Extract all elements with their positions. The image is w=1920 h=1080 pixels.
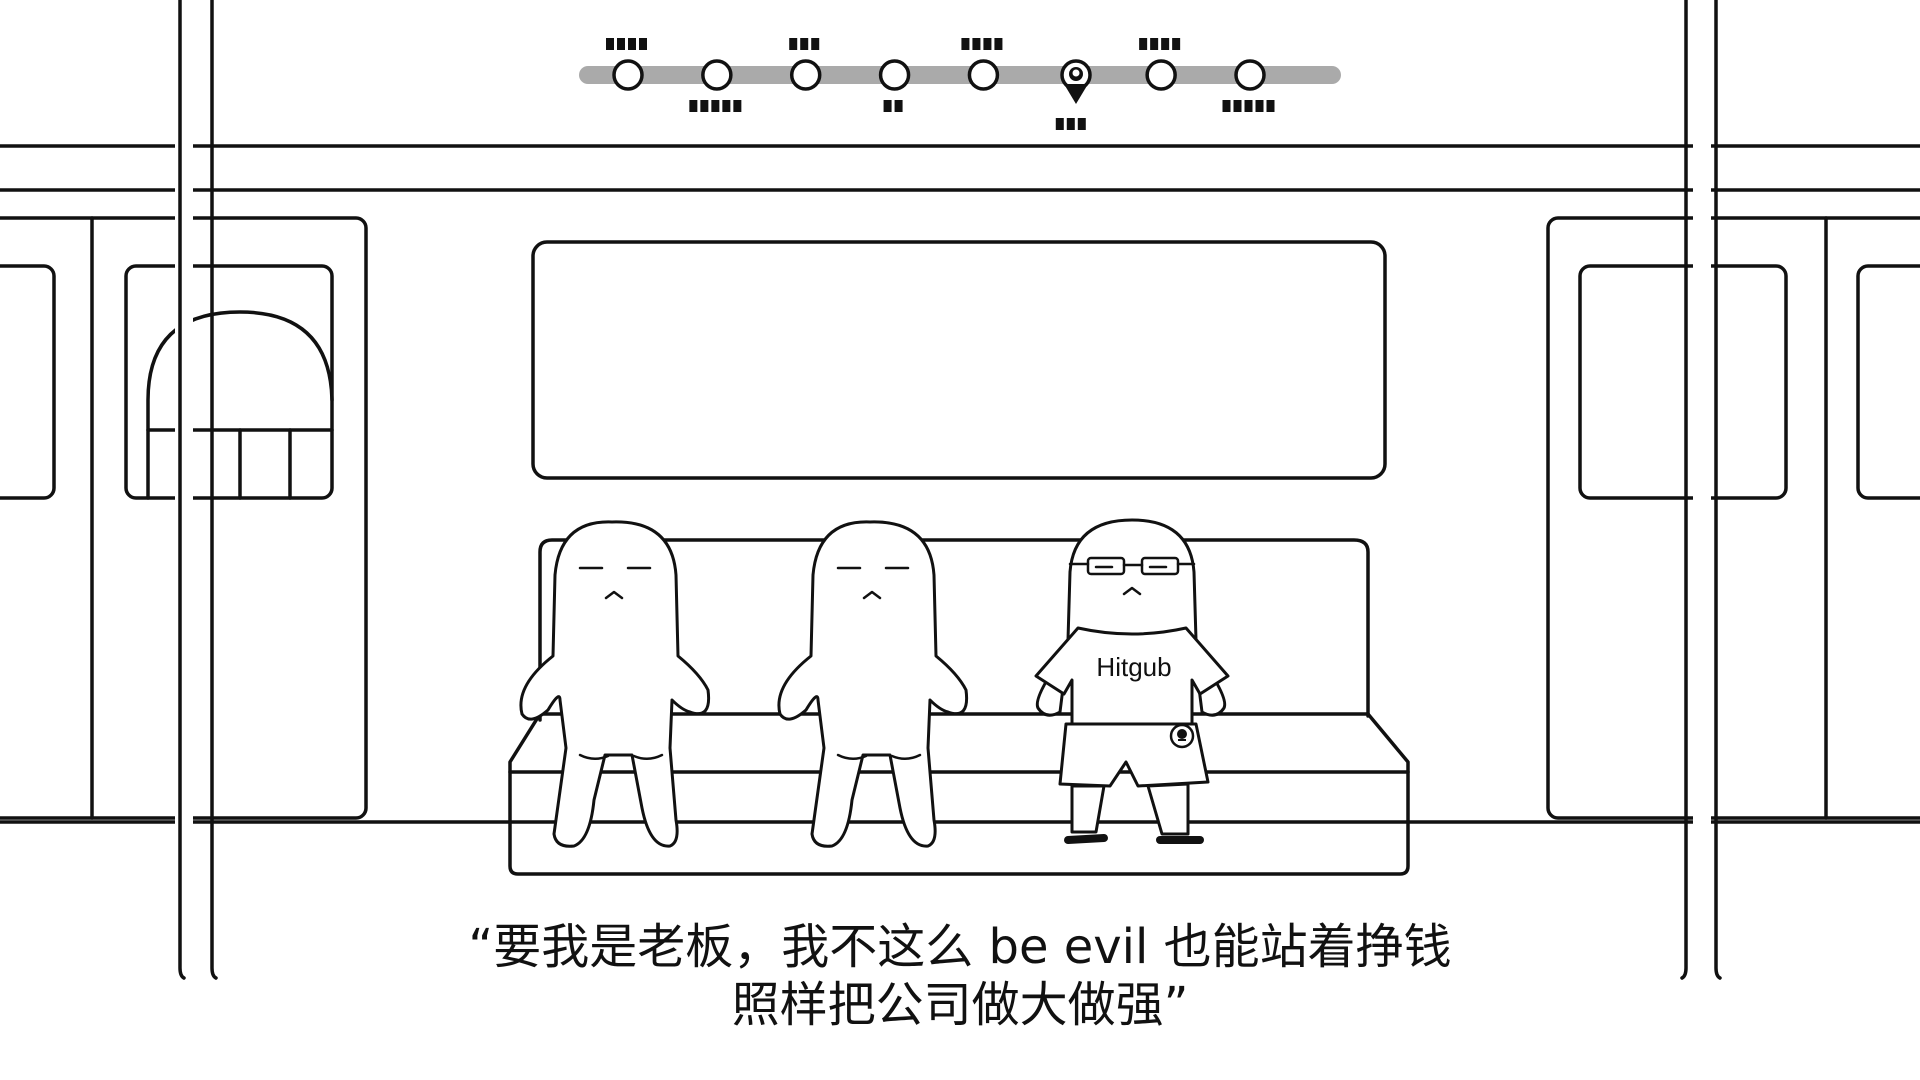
station-label [1055,118,1086,130]
handrail-pole-left [175,0,218,980]
station-marker [701,59,733,91]
github-icon [1069,67,1083,81]
passenger-middle [777,520,969,848]
subtitle-line-2: 照样把公司做大做强” [731,977,1189,1033]
ceiling-lines [0,144,1920,192]
handrail-pole-right [1680,0,1722,980]
passenger-right: Hitgub [1034,518,1230,844]
station-label [961,38,1003,50]
shirt-text: Hitgub [1096,652,1171,682]
station-label [1222,100,1275,112]
right-door [1546,216,1920,820]
station-marker [878,59,911,91]
station-label [883,100,903,112]
station-label [789,38,820,50]
route-map [579,38,1341,130]
station-label [606,38,647,50]
subtitle-line-1: “要我是老板，我不这么 be evil 也能站着挣钱 [468,919,1452,975]
octocat-icon [1169,723,1195,749]
bench-window [531,240,1387,480]
station-marker [789,59,822,91]
subtitle-caption: “要我是老板，我不这么 be evil 也能站着挣钱 照样把公司做大做强” [0,918,1920,1034]
glasses [1068,556,1196,576]
current-station-marker [1060,59,1092,104]
station-marker [612,59,644,91]
station-marker [1234,59,1266,91]
station-label [689,100,742,112]
station-marker [1145,59,1177,91]
station-label [1139,38,1181,50]
station-marker [967,59,1000,91]
passenger-left [519,520,711,848]
